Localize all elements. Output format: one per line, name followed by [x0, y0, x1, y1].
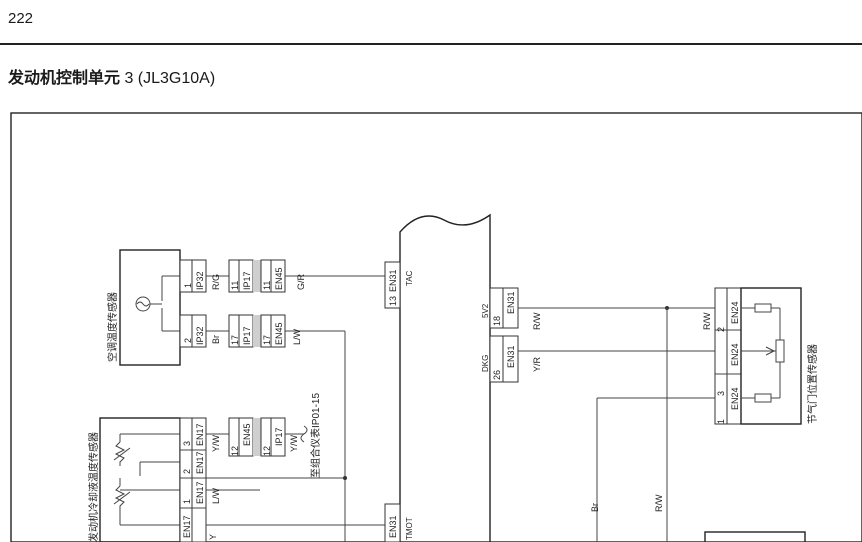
- wire-color-label: Y/R: [532, 356, 542, 372]
- resistor-icon: [754, 393, 772, 403]
- connector-label: EN17: [195, 451, 205, 474]
- pin-number: 2: [182, 469, 192, 474]
- wire-color-label: R/W: [532, 312, 542, 330]
- connector-label: IP32: [195, 271, 205, 290]
- signal-label: TAC: [405, 270, 414, 286]
- ac-sensor-label: 空调温度传感器: [106, 292, 119, 362]
- connector-label: EN17: [195, 423, 205, 446]
- pin-number: 2: [716, 327, 726, 332]
- connector-label: EN31: [388, 515, 398, 538]
- connector-label: EN31: [506, 291, 516, 314]
- wire-color-label: L/W: [211, 487, 221, 504]
- connector-label: IP17: [242, 326, 252, 345]
- coolant-sensor-elements: [113, 433, 180, 526]
- connector-label: EN45: [242, 423, 252, 446]
- resistor-icon: [754, 303, 772, 313]
- pin-number: 2: [183, 338, 193, 343]
- wire-color-label: R/W: [654, 494, 664, 512]
- page-title: 发动机控制单元 3 (JL3G10A): [8, 64, 215, 88]
- pin-number: 1: [716, 419, 726, 424]
- throttle-sensor-box: [740, 287, 802, 425]
- br-wire: Br: [590, 397, 715, 542]
- wire-color-label: L/W: [292, 328, 302, 345]
- connector-label: EN45: [274, 322, 284, 345]
- coolant-row-yw: Y/W 12 EN45 12 IP17 Y/W: [206, 417, 308, 457]
- connector-label: EN17: [195, 481, 205, 504]
- pin-number: 12: [230, 446, 240, 456]
- connector-label: EN24: [730, 301, 740, 324]
- thermistor-icon: [135, 296, 151, 312]
- page-number: 222: [8, 10, 34, 27]
- connector-label: EN17: [182, 515, 192, 538]
- header-rule: [0, 43, 862, 45]
- coolant-sensor-label: 发动机冷却液温度传感器: [87, 432, 100, 542]
- wire-color-label: Y/W: [211, 434, 221, 452]
- connector-label: IP17: [242, 271, 252, 290]
- coolant-en17-connector: 3 EN17 2 EN17 1 EN17 EN17: [179, 417, 207, 542]
- connector-label: EN31: [388, 269, 398, 292]
- junction-dot: [343, 476, 347, 480]
- wire-color-label: R/G: [211, 274, 221, 290]
- pin-number: 26: [492, 370, 502, 380]
- pin-number: 1: [183, 283, 193, 288]
- ecu-tmot: EN31 TMOT: [384, 503, 414, 542]
- connector-label: EN24: [730, 387, 740, 410]
- coolant-sensor-box: [99, 417, 181, 542]
- throttle-sensor-elements: [741, 303, 785, 403]
- ac-pin2-row: 2 IP32 Br 17 IP17 17 EN45 L/W: [179, 314, 346, 542]
- pin-number: 18: [492, 316, 502, 326]
- pin-number: 12: [262, 446, 272, 456]
- wire-color-label: Br: [211, 335, 221, 344]
- wire-color-label: Br: [590, 503, 600, 512]
- throttle-sensor-label: 节气门位置传感器: [806, 344, 819, 424]
- ecu-pin13-tac: 13 EN31 TAC: [384, 261, 414, 309]
- throttle-en24-connector: R/W 2 EN24 EN24 3 EN24 1: [702, 287, 742, 425]
- wire-color-label: G/R: [296, 273, 306, 290]
- wire-color-label: Y: [208, 534, 218, 540]
- pin-number: 3: [182, 441, 192, 446]
- connector-label: EN24: [730, 343, 740, 366]
- ac-sensor-box: [119, 249, 181, 366]
- signal-label: 5V2: [481, 303, 490, 318]
- potentiometer-icon: [775, 339, 785, 363]
- ecu-body: [399, 213, 491, 542]
- pin-number: 11: [230, 281, 240, 290]
- title-zh: 发动机控制单元: [8, 70, 121, 87]
- ac-sensor-element: [135, 275, 180, 332]
- thermistor-icon: [114, 441, 126, 466]
- connector-label: IP17: [274, 427, 284, 446]
- diagram-frame: [10, 112, 862, 542]
- pin-number: 17: [262, 335, 272, 345]
- thermistor-icon: [114, 485, 126, 510]
- pin-number: 1: [182, 499, 192, 504]
- wire-color-label: Y/W: [289, 434, 299, 452]
- connector-label: EN45: [274, 267, 284, 290]
- pin-number: 13: [388, 296, 398, 306]
- connector-label: EN31: [506, 345, 516, 368]
- title-suffix: 3 (JL3G10A): [120, 70, 216, 87]
- pin-number: 11: [262, 281, 272, 290]
- ac-pin1-row: 1 IP32 R/G 11 IP17 11 EN45 G/R: [179, 259, 385, 293]
- connector-label: IP32: [195, 326, 205, 345]
- ecu-pin26-dkg: DKG 26 EN31 Y/R: [481, 335, 715, 383]
- partial-component-box: [704, 531, 806, 542]
- wire-break-icon: [300, 425, 308, 443]
- wire-color-label: R/W: [702, 312, 712, 330]
- cluster-note: 至组合仪表IP01-15: [309, 393, 322, 478]
- ecu-pin18-5v2: 5V2 18 EN31 R/W R/W: [481, 287, 715, 542]
- signal-label: TMOT: [405, 517, 414, 540]
- pin-number: 17: [230, 335, 240, 345]
- signal-label: DKG: [481, 355, 490, 372]
- pin-number: 3: [716, 391, 726, 396]
